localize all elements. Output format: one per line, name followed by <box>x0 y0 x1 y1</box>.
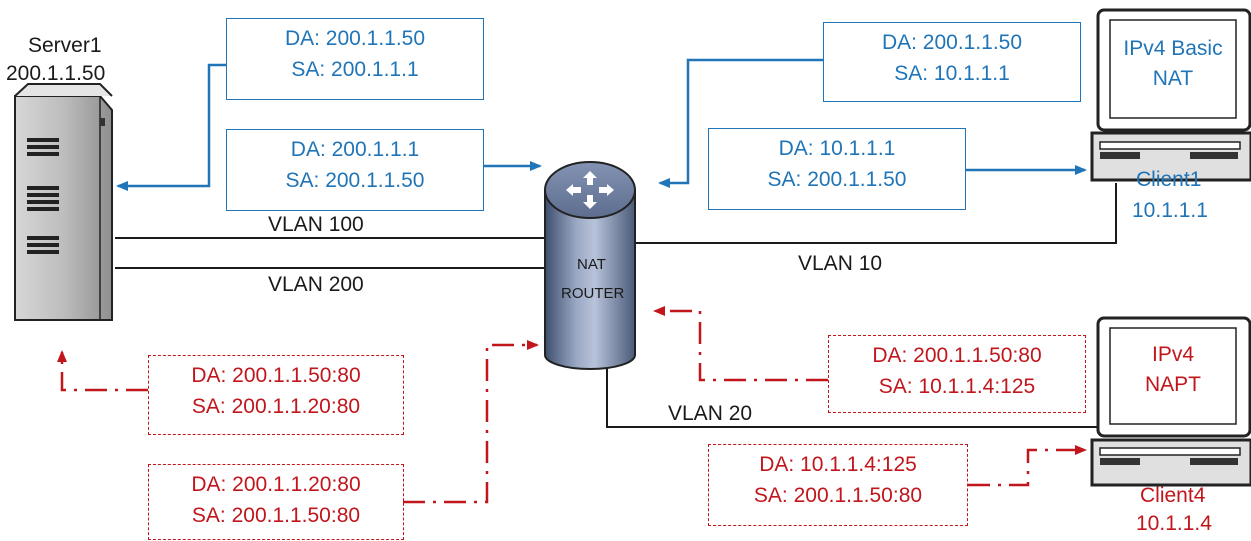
red-arrow-to-router <box>403 340 539 504</box>
laptop-icon-client1 <box>1090 8 1251 182</box>
packet-da: DA: 200.1.1.50:80 <box>872 344 1042 367</box>
vlan-100-label: VLAN 100 <box>268 213 364 236</box>
router-icon <box>544 161 636 370</box>
packet-box-red-server-out: DA: 200.1.1.20:80 SA: 200.1.1.50:80 <box>148 464 404 540</box>
client4-screen-text: IPv4 NAPT <box>1112 340 1234 400</box>
red-arrow-router-from-client4 <box>653 306 828 382</box>
packet-sa: SA: 10.1.1.4:125 <box>878 375 1036 398</box>
packet-da: DA: 200.1.1.1 <box>290 138 420 161</box>
client4-screen-line1: IPv4 <box>1151 343 1195 366</box>
packet-sa: SA: 200.1.1.20:80 <box>191 395 361 418</box>
vlan-10-label: VLAN 10 <box>798 252 883 275</box>
red-arrow-to-client4 <box>968 445 1087 487</box>
vlan-20-label: VLAN 20 <box>668 402 753 425</box>
client4-name: Client4 <box>1140 484 1206 507</box>
client1-screen-text: IPv4 Basic NAT <box>1112 34 1234 94</box>
blue-arrow-to-server <box>116 63 226 191</box>
blue-flow-arrows <box>116 58 1087 191</box>
server-name: Server1 <box>28 34 102 57</box>
packet-box-blue-client-in: DA: 10.1.1.1 SA: 200.1.1.50 <box>708 128 966 210</box>
router-label-line1: NAT <box>577 256 606 273</box>
packet-da: DA: 200.1.1.50 <box>881 31 1023 54</box>
packet-da: DA: 200.1.1.50:80 <box>191 364 361 387</box>
server-icon <box>14 83 113 321</box>
packet-box-red-server-in: DA: 200.1.1.50:80 SA: 200.1.1.20:80 <box>148 355 404 435</box>
packet-sa: SA: 10.1.1.1 <box>894 62 1010 85</box>
packet-sa: SA: 200.1.1.50 <box>285 169 425 192</box>
blue-arrow-router-from-client <box>658 58 823 188</box>
client1-screen-line1: IPv4 Basic <box>1123 37 1223 60</box>
packet-da: DA: 10.1.1.4:125 <box>759 453 917 476</box>
packet-box-blue-client-out: DA: 200.1.1.50 SA: 10.1.1.1 <box>823 22 1081 102</box>
laptop-icon-client4 <box>1090 316 1251 487</box>
vlan-links <box>115 183 1117 428</box>
packet-sa: SA: 200.1.1.50:80 <box>191 504 361 527</box>
vlan20-link <box>606 355 1100 428</box>
packet-box-red-client-out: DA: 200.1.1.50:80 SA: 10.1.1.4:125 <box>828 335 1086 413</box>
packet-da: DA: 200.1.1.50 <box>284 27 426 50</box>
red-arrow-to-server <box>57 350 148 392</box>
client4-screen-line2: NAPT <box>1144 373 1201 396</box>
client1-name: Client1 <box>1136 168 1202 191</box>
packet-box-blue-server-in: DA: 200.1.1.50 SA: 200.1.1.1 <box>226 18 484 100</box>
server-ip: 200.1.1.50 <box>6 62 106 85</box>
vlan-200-label: VLAN 200 <box>268 273 364 296</box>
packet-da: DA: 10.1.1.1 <box>778 137 896 160</box>
client1-ip: 10.1.1.1 <box>1132 199 1208 222</box>
red-flow-arrows <box>57 306 1087 504</box>
packet-sa: SA: 200.1.1.1 <box>291 58 419 81</box>
packet-sa: SA: 200.1.1.50:80 <box>753 484 923 507</box>
packet-da: DA: 200.1.1.20:80 <box>191 473 361 496</box>
packet-box-red-client-in: DA: 10.1.1.4:125 SA: 200.1.1.50:80 <box>708 444 968 526</box>
client1-screen-line2: NAT <box>1152 67 1194 90</box>
client4-ip: 10.1.1.4 <box>1136 512 1212 535</box>
router-label-line2: ROUTER <box>561 285 625 302</box>
vlan10-link <box>636 183 1117 244</box>
packet-box-blue-server-out: DA: 200.1.1.1 SA: 200.1.1.50 <box>226 129 484 211</box>
packet-sa: SA: 200.1.1.50 <box>767 168 907 191</box>
